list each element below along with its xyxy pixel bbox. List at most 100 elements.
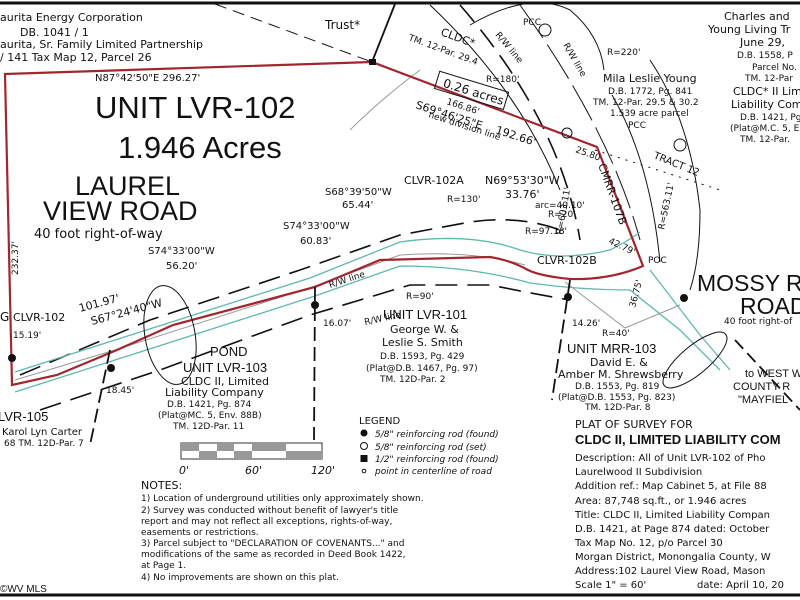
road-centerline xyxy=(564,281,681,329)
owner-text: aurita, Sr. Family Limited Partnership xyxy=(0,38,203,51)
rod-found-marker xyxy=(107,364,115,372)
road-edge xyxy=(649,269,731,371)
road-edge xyxy=(14,265,721,393)
scale-tick: 120' xyxy=(311,464,335,477)
rw-label: R/W line xyxy=(560,42,588,80)
offset-label: 16.07' xyxy=(323,319,351,329)
right-owner-text: D.B. 1558, P xyxy=(737,51,793,61)
distance-label: 56.20' xyxy=(166,261,197,272)
lvr101-text: (Plat@D.B. 1467, Pg. 97) xyxy=(366,364,478,374)
title-deed: D.B. 1421, at Page 874 dated: October xyxy=(575,524,770,535)
note-line: 1) Location of underground utilities onl… xyxy=(141,494,424,504)
title-description: Description: All of Unit LVR-102 of Pho xyxy=(575,453,765,464)
lvr103-text: Liability Company xyxy=(165,386,264,399)
legend-item: point in centerline of road xyxy=(374,467,492,477)
title-subdivision: Laurelwood II Subdivision xyxy=(575,467,702,478)
right-owner-text: Charles and xyxy=(724,10,790,23)
rw-curve xyxy=(459,4,581,241)
lvr103-text: (Plat@MC. 5, Env. 88B) xyxy=(158,411,262,421)
arrow-line xyxy=(734,339,800,411)
small-circle-icon xyxy=(361,468,367,474)
right-owner-text: June 29, xyxy=(739,36,785,49)
lvr101-name: UNIT LVR-101 xyxy=(383,307,467,322)
curve-label: R=563.11' xyxy=(657,182,677,231)
road-name: LAUREL xyxy=(75,171,180,201)
rod-found-marker xyxy=(8,354,16,362)
legend-title: LEGEND xyxy=(359,416,400,427)
north-bearing: N87°42'50"E 296.27' xyxy=(95,73,200,84)
curve-label: R=40' xyxy=(602,329,630,339)
note-line: easements or restrictions. xyxy=(141,528,259,538)
right-owner-text: CLDC* II Lim xyxy=(733,85,800,98)
rod-square-marker xyxy=(369,59,376,65)
lvr101-text: D.B. 1593, Pg. 429 xyxy=(380,352,465,362)
rod-found-marker xyxy=(311,301,319,309)
tract-label: TRACT 12 xyxy=(651,150,701,179)
title-addition: Addition ref.: Map Cabinet 5, at File 88 xyxy=(575,481,767,492)
offset-label: 15.19' xyxy=(13,331,41,341)
title-address: Address:102 Laurel View Road, Mason xyxy=(575,566,765,577)
lot-line xyxy=(89,349,111,446)
mila-db: D.B. 1772, Pg. 841 xyxy=(608,87,692,97)
centerline-label: CLVR-102A xyxy=(404,174,464,187)
mrr103-text: David E. & xyxy=(590,356,648,369)
mila-tm: TM. 12-Par. 29.5 & 30.2 xyxy=(592,98,699,108)
mossy-road-ellipse xyxy=(662,331,728,389)
scale-bar xyxy=(180,442,323,460)
scale-tick: 0' xyxy=(179,464,189,477)
centerline-label: CLVR-102 xyxy=(13,311,65,324)
owner-text: / 141 Tax Map 12, Parcel 26 xyxy=(0,51,152,64)
adjoiner-line xyxy=(371,3,396,63)
rw-label: R/W line xyxy=(493,31,525,66)
right-owner-text: D.B. 1421, Pg xyxy=(740,113,800,123)
mossy-road-name: MOSSY R xyxy=(697,270,800,296)
mila-name: Mila Leslie Young xyxy=(603,72,697,85)
lot-line xyxy=(313,286,316,441)
laurel-rw-south xyxy=(39,284,571,411)
mrr103-text: D.B. 1553, Pg. 819 xyxy=(575,382,660,392)
note-line: report and may not reflect all exception… xyxy=(141,517,392,527)
note-line: 4) No improvements are shown on this pla… xyxy=(141,573,339,583)
adjoiner-line xyxy=(214,3,373,63)
note-line: 3) Parcel subject to "DECLARATION OF COV… xyxy=(141,539,404,549)
lvr103-text: D.B. 1421, Pg. 874 xyxy=(167,400,252,410)
legend-item: 5/8" reinforcing rod (set) xyxy=(375,443,487,453)
right-owner-text: TM. 12-Par. xyxy=(739,135,790,145)
notes-title: NOTES: xyxy=(141,479,182,492)
pond-outline xyxy=(143,285,197,385)
pond-label: POND xyxy=(210,344,248,359)
legend-item: 5/8" reinforcing rod (found) xyxy=(375,430,499,440)
curve-label: R=180' xyxy=(486,75,519,85)
lvr101-text: George W. & xyxy=(390,323,459,336)
curve-label: R=130' xyxy=(447,195,480,205)
note-line: modifications of the same as recorded in… xyxy=(141,550,406,560)
distance-label: 65.44' xyxy=(342,200,373,211)
mossy-road-name: ROAD xyxy=(740,293,800,319)
mrr103-text: (Plat@D.B. 1553, Pg. 823) xyxy=(558,393,675,403)
rw-line xyxy=(611,94,661,263)
parcel-boundary xyxy=(3,60,645,387)
tract-line xyxy=(594,149,721,191)
lvr105-text: 68 TM. 12D-Par. 7 xyxy=(4,439,84,449)
title-date: date: April 10, 20 xyxy=(697,580,784,591)
right-owner-text: (Plat@M.C. 5, En xyxy=(730,124,800,134)
right-owner-text: Liability Com xyxy=(731,98,800,111)
mrr103-text: TM. 12D-Par. 8 xyxy=(584,403,651,413)
filled-circle-icon xyxy=(360,429,368,437)
rw-curve xyxy=(429,4,561,191)
curve-leader xyxy=(469,2,605,71)
scale-tick: 60' xyxy=(245,464,262,477)
mrr103-text: Amber M. Shrewsberry xyxy=(558,368,684,381)
road-row: 40 foot right-of-way xyxy=(34,227,163,242)
segment-label: 36.75' xyxy=(628,279,645,309)
distance-label: 33.76' xyxy=(505,188,540,201)
legend-item: 1/2" reinforcing rod (found) xyxy=(375,455,499,465)
rod-found-marker xyxy=(680,294,688,302)
open-circle-icon xyxy=(360,442,368,450)
trust-label: Trust* xyxy=(324,18,360,32)
title-scale: Scale 1" = 60' xyxy=(575,580,646,591)
centerline-label: CLVR-102B xyxy=(537,254,597,267)
note-line: 2) Survey was conducted without benefit … xyxy=(141,506,399,516)
bearing-label: N69°53'30"W xyxy=(485,174,560,187)
unit-title: UNIT LVR-102 xyxy=(95,90,295,125)
